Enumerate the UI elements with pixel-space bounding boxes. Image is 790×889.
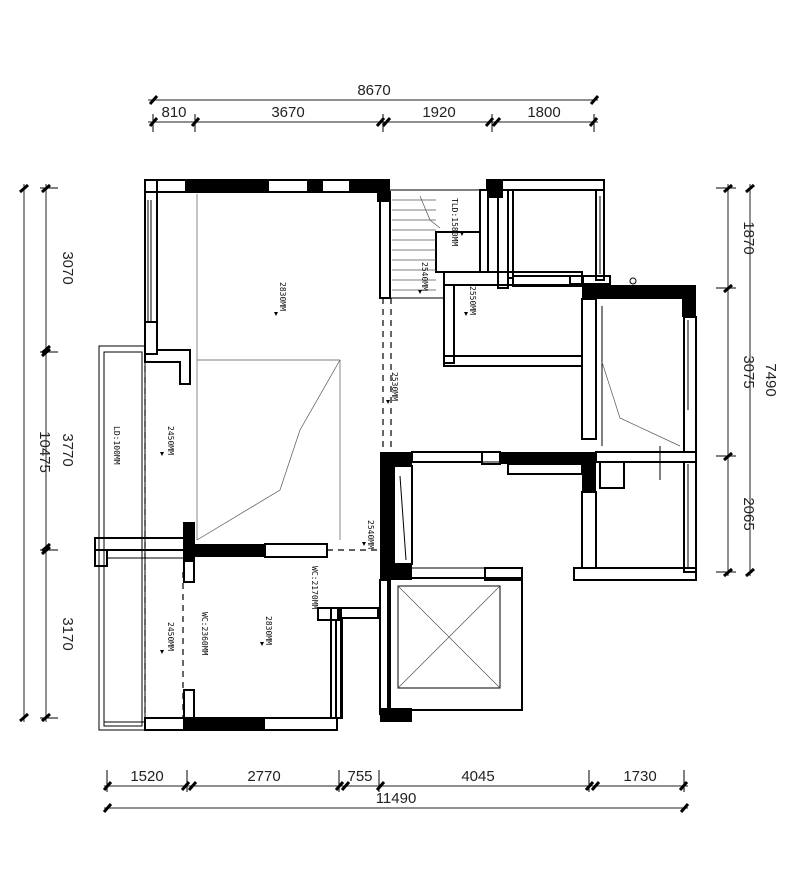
stair-treads bbox=[392, 195, 441, 291]
dim-top-seg-1: 810 bbox=[161, 104, 186, 121]
top-dimension-chain: 8670 810 3670 1920 1800 bbox=[148, 82, 600, 132]
dim-bottom-seg-4: 4045 bbox=[461, 768, 494, 785]
right-dimension-chain: 1870 3075 2065 7490 bbox=[716, 183, 779, 578]
level-bedroom-small: 2550MM bbox=[468, 286, 477, 315]
dim-right-seg-2: 3075 bbox=[740, 355, 757, 388]
walls bbox=[94, 179, 697, 731]
dim-top-seg-2: 3670 bbox=[271, 104, 304, 121]
level-wc-right: WC:2170MM bbox=[310, 566, 319, 610]
dim-left-seg-3: 3170 bbox=[59, 617, 76, 650]
dim-right-seg-1: 1870 bbox=[740, 221, 757, 254]
level-corridor: 2530MM bbox=[390, 372, 399, 401]
dim-top-seg-4: 1800 bbox=[527, 104, 560, 121]
dim-left-seg-2: 3770 bbox=[59, 433, 76, 466]
dim-top-total: 8670 bbox=[357, 82, 390, 99]
dim-right-total: 7490 bbox=[762, 363, 779, 396]
dim-bottom-total: 11490 bbox=[376, 790, 417, 807]
dim-bottom-seg-1: 1520 bbox=[130, 768, 163, 785]
dim-bottom-seg-2: 2770 bbox=[247, 768, 280, 785]
level-wc-bottom: WC:2360MM bbox=[200, 612, 209, 656]
dim-left-total: 10475 bbox=[36, 431, 53, 473]
bottom-dimension-chain: 1520 2770 755 4045 1730 11490 bbox=[102, 768, 690, 813]
level-hall-low: 2540MM bbox=[366, 520, 375, 549]
level-markers bbox=[160, 232, 468, 654]
dim-bottom-seg-3: 755 bbox=[347, 768, 372, 785]
level-balcony-left: 2450MM bbox=[166, 426, 175, 455]
level-living-ceiling: 2830MM bbox=[278, 282, 287, 311]
dim-bottom-seg-5: 1730 bbox=[623, 768, 656, 785]
level-balcony-ld: LD:100MM bbox=[112, 426, 121, 465]
dim-top-seg-3: 1920 bbox=[422, 104, 455, 121]
level-stair-top: TLD:1580MM bbox=[450, 198, 459, 246]
dim-right-seg-3: 2065 bbox=[740, 497, 757, 530]
level-room-bottom: 2830MM bbox=[264, 616, 273, 645]
level-annotations: TLD:1580MM 2540MM 2830MM 2530MM 2550MM 2… bbox=[112, 198, 477, 656]
level-stair-mid: 2540MM bbox=[420, 262, 429, 291]
dim-left-seg-1: 3070 bbox=[59, 251, 76, 284]
level-balcony-bottom: 2450MM bbox=[166, 622, 175, 651]
left-dimension-chain: 3070 3770 3170 10475 bbox=[19, 183, 76, 723]
